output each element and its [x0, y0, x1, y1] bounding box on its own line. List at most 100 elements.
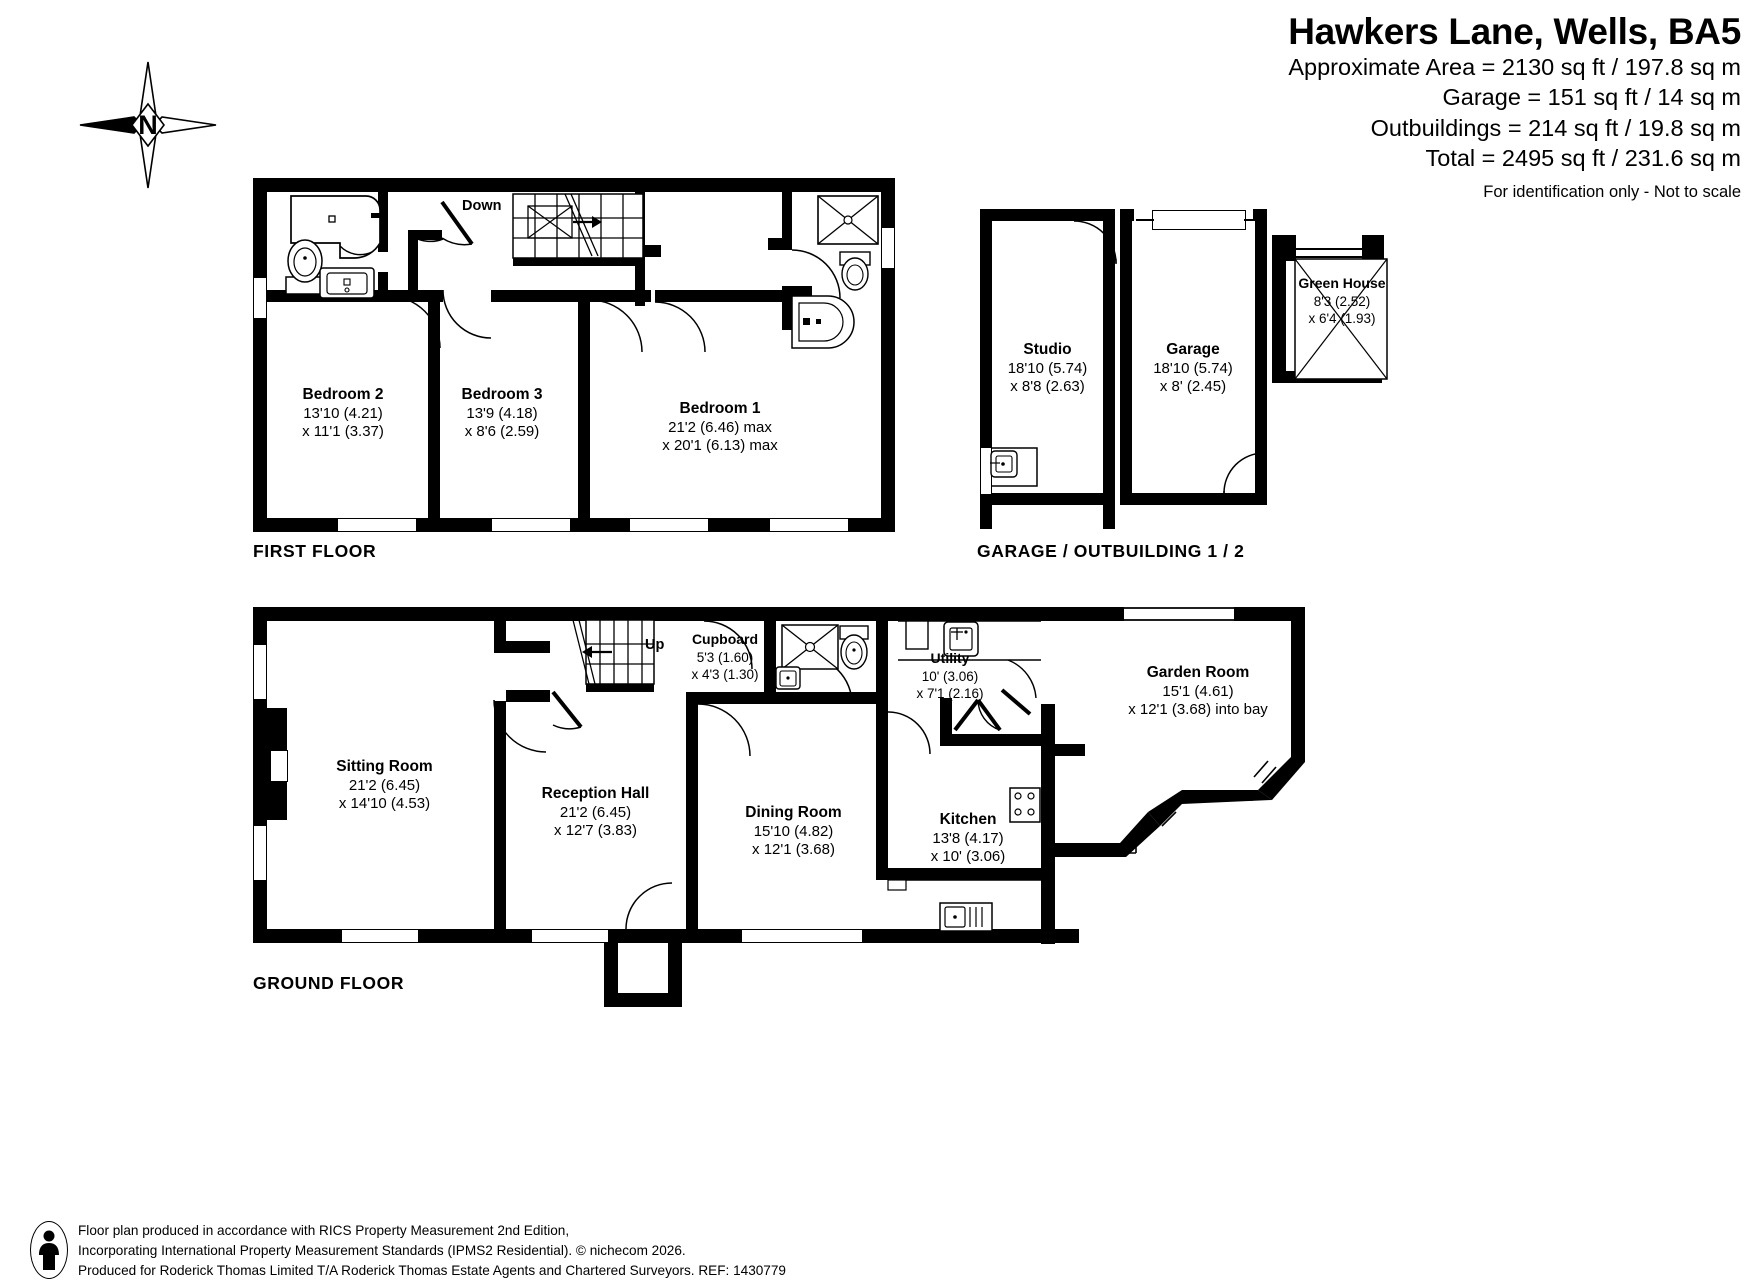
wall-gf-hall-top-sill: [494, 641, 550, 653]
window-ff-bathroom: [253, 278, 267, 318]
room-name: Green House: [1298, 275, 1386, 291]
wall-ff-ensuite-lower-top: [782, 286, 812, 296]
garage-door-connector-left: [1136, 219, 1154, 221]
wall-ff-hall-bottom-right: [655, 290, 785, 302]
room-dim-2: x 12'1 (3.68): [752, 841, 835, 859]
wall-gf-hall-door-sill: [506, 690, 550, 702]
wall-gf-kitchen-right: [1041, 704, 1055, 944]
room-label-studio: Studio 18'10 (5.74) x 8'8 (2.63): [985, 340, 1110, 397]
header: Hawkers Lane, Wells, BA5 Approximate Are…: [841, 12, 1741, 202]
room-dim-1: 21'2 (6.45): [559, 803, 632, 821]
room-dim-2: x 8' (2.45): [1159, 378, 1227, 396]
garden-room-bay-walls: [1055, 757, 1305, 857]
room-dim-1: 15'1 (4.61): [1162, 682, 1234, 700]
wall-ff-bed2-bed3-divider: [428, 296, 440, 520]
accessibility-person-icon: [30, 1221, 68, 1279]
room-dim-1: 15'10 (4.82): [753, 822, 834, 840]
room-dim-1: 13'10 (4.21): [303, 404, 383, 422]
room-label-kitchen: Kitchen 13'8 (4.17) x 10' (3.06): [893, 810, 1043, 867]
wall-studio-bottom: [980, 493, 1115, 505]
wall-ff-corridor-mid: [635, 192, 645, 306]
wall-gf-wc-bottom: [776, 692, 888, 704]
room-name: Garage: [1166, 341, 1220, 358]
kitchen-sink: [898, 879, 1041, 932]
room-label-bedroom-3: Bedroom 3 13'9 (4.18) x 8'6 (2.59): [432, 385, 572, 442]
staircase-down: [512, 193, 644, 259]
room-label-reception-hall: Reception Hall 21'2 (6.45) x 12'7 (3.83): [508, 784, 683, 841]
room-name: Studio: [1023, 341, 1072, 358]
garage-door-connector-right: [1244, 219, 1262, 221]
basin-fixture-ensuite: [791, 295, 855, 349]
wall-gf-stair-bottom: [586, 684, 654, 692]
stair-tag-up: Up: [645, 637, 665, 653]
room-dim-1: 10' (3.06): [921, 668, 979, 684]
room-dim-2: x 20'1 (6.13) max: [662, 437, 778, 455]
door-swing-bedroom3: [589, 299, 643, 353]
room-dim-2: x 8'8 (2.63): [1010, 378, 1085, 396]
room-dim-2: x 12'1 (3.68) into bay: [1128, 701, 1268, 719]
window-gf-sitting-left-lower: [253, 826, 267, 880]
room-name: Cupboard: [691, 631, 759, 647]
room-label-bedroom-2: Bedroom 2 13'10 (4.21) x 11'1 (3.37): [268, 385, 418, 442]
room-dim-2: x 7'1 (2.16): [916, 685, 984, 701]
wall-garage-right: [1255, 209, 1267, 505]
shower-cubicle-gf: [781, 624, 839, 670]
room-dim-2: x 6'4 (1.93): [1308, 310, 1376, 326]
bath-fixture: [290, 195, 381, 259]
area-line-total: Total = 2495 sq ft / 231.6 sq m: [1425, 145, 1741, 172]
wall-ff-bath-right-lower: [378, 272, 388, 298]
room-name: Utility: [930, 650, 970, 666]
wall-greenhouse-top-left: [1272, 235, 1296, 261]
wall-gf-garden-right: [1291, 607, 1305, 757]
toilet-fixture-ensuite: [839, 251, 871, 291]
wall-ff-corridor-nub: [645, 245, 661, 257]
room-label-green-house: Green House 8'3 (2.52) x 6'4 (1.93): [1272, 275, 1412, 327]
window-gf-sitting-bottom-a: [342, 929, 418, 943]
wall-gf-dining-kitchen-divider: [876, 760, 888, 880]
wall-ff-ensuite-nub: [768, 238, 784, 250]
window-ff-bedroom1-a: [630, 518, 708, 532]
room-dim-2: x 10' (3.06): [930, 848, 1006, 866]
wall-greenhouse-bottom: [1286, 371, 1382, 383]
toilet-fixture-gf: [839, 625, 869, 670]
shower-tray-fixture: [817, 195, 879, 245]
room-label-cupboard: Cupboard 5'3 (1.60) x 4'3 (1.30): [670, 631, 780, 683]
wall-ff-landing-sill: [408, 230, 442, 240]
room-label-sitting-room: Sitting Room 21'2 (6.45) x 14'10 (4.53): [292, 757, 477, 814]
wall-garage-bottom: [1120, 493, 1267, 505]
room-dim-1: 13'8 (4.17): [932, 829, 1004, 847]
wall-ff-ensuite-lower-left: [782, 286, 792, 330]
window-gf-sitting-left-upper: [253, 645, 267, 699]
wall-ff-landing-left: [408, 230, 418, 298]
wall-studio-right: [1103, 209, 1115, 529]
room-dim-1: 18'10 (5.74): [1153, 359, 1233, 377]
toilet-fixture-bathroom: [285, 239, 325, 295]
room-dim-1: 8'3 (2.52): [1313, 293, 1371, 309]
kitchen-step: [887, 879, 907, 891]
compass-rose: N: [78, 60, 218, 190]
window-ff-bedroom1-b: [770, 518, 848, 532]
room-name: Dining Room: [745, 804, 842, 821]
window-studio-left: [980, 448, 992, 494]
caption-first-floor: FIRST FLOOR: [253, 541, 377, 561]
room-label-garden-room: Garden Room 15'1 (4.61) x 12'1 (3.68) in…: [1098, 663, 1298, 720]
room-name: Reception Hall: [541, 785, 650, 802]
wall-porch-right: [668, 943, 682, 1005]
wall-ff-hall-bottom-mid: [491, 290, 651, 302]
area-line-garage: Garage = 151 sq ft / 14 sq m: [1442, 84, 1742, 111]
wall-gf-wc-right: [876, 621, 888, 701]
compass-north-label: N: [138, 110, 158, 140]
wall-gf-dining-top: [686, 692, 768, 704]
stair-tag-down: Down: [462, 198, 502, 214]
caption-garage-outbuilding: GARAGE / OUTBUILDING 1 / 2: [977, 541, 1245, 561]
room-name: Sitting Room: [336, 758, 433, 775]
wall-ff-top: [253, 178, 895, 192]
wall-gf-utility-left: [876, 704, 888, 760]
fireplace-recess: [270, 750, 288, 782]
wall-greenhouse-right: [1362, 235, 1384, 261]
wall-studio-top: [980, 209, 1115, 221]
room-name: Bedroom 1: [679, 400, 761, 417]
wall-garage-left: [1120, 209, 1132, 505]
studio-worktop: [990, 447, 1038, 487]
room-dim-2: x 12'7 (3.83): [554, 822, 637, 840]
